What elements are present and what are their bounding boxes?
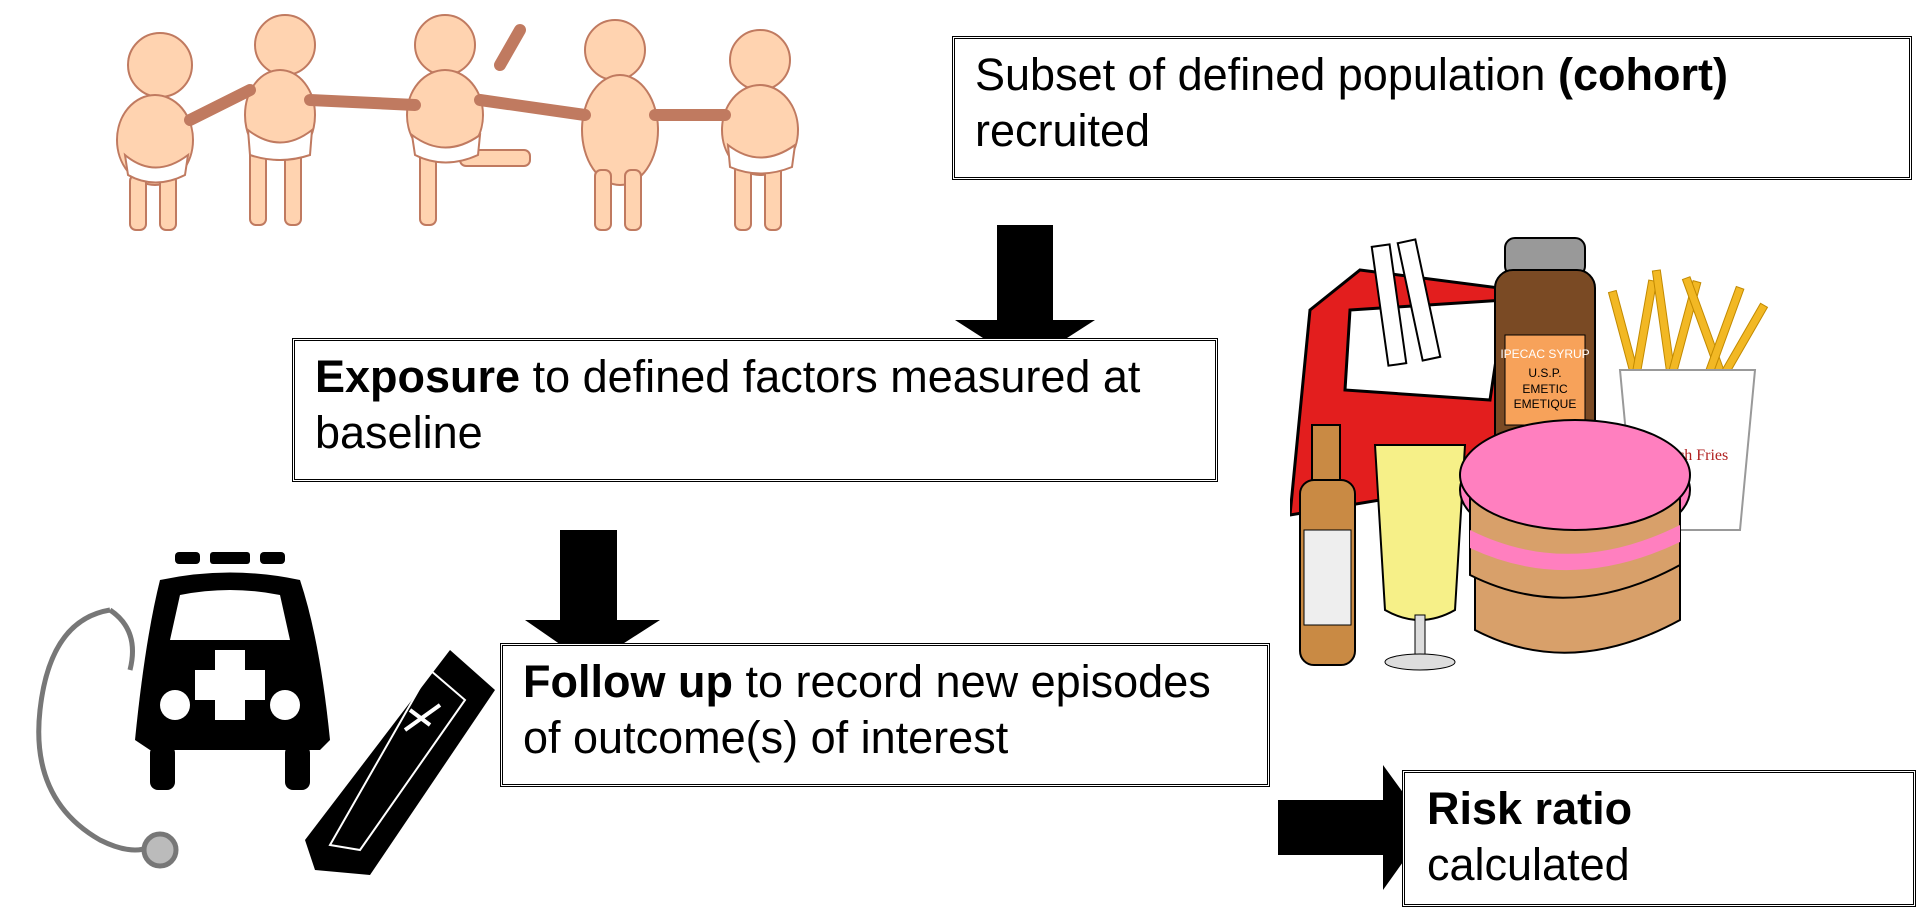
cohort-bold: (cohort) xyxy=(1557,49,1728,100)
coffin-icon xyxy=(305,650,495,875)
syrup-label-4: EMETIQUE xyxy=(1514,397,1577,411)
cohort-box: Subset of defined population (cohort) re… xyxy=(952,36,1912,180)
right-arrow xyxy=(1278,765,1428,890)
risk-ratio-bold: Risk ratio xyxy=(1427,783,1633,834)
stethoscope-icon xyxy=(36,607,179,869)
baby-head xyxy=(127,32,193,98)
exposure-box: Exposure to defined factors measured at … xyxy=(292,338,1218,482)
cohort-text-post: recruited xyxy=(975,105,1151,156)
followup-box: Follow up to record new episodes of outc… xyxy=(500,643,1270,787)
risk-ratio-text: calculated xyxy=(1427,839,1630,890)
babies-clipart xyxy=(100,5,860,245)
cake-icon xyxy=(1459,419,1691,654)
outcome-items-clipart xyxy=(10,540,510,900)
ambulance-icon xyxy=(135,552,330,790)
exposure-items-clipart: IPECAC SYRUP U.S.P. EMETIC EMETIQUE Fren… xyxy=(1290,230,1820,690)
exposure-text: to defined factors measured at baseline xyxy=(315,351,1141,458)
beer-bottle-icon xyxy=(1299,424,1356,666)
syrup-label-1: IPECAC SYRUP xyxy=(1500,347,1589,361)
risk-ratio-box: Risk ratio calculated xyxy=(1402,770,1916,907)
followup-text: to record new episodes of outcome(s) of … xyxy=(523,656,1211,763)
syrup-label-2: U.S.P. xyxy=(1528,366,1561,380)
cohort-text-pre: Subset of defined population xyxy=(975,49,1558,100)
down-arrow-1 xyxy=(955,225,1095,365)
exposure-bold: Exposure xyxy=(315,351,521,402)
followup-bold: Follow up xyxy=(523,656,733,707)
drink-glass-icon xyxy=(1373,444,1467,671)
syrup-label-3: EMETIC xyxy=(1522,382,1568,396)
down-arrow-2 xyxy=(525,530,665,665)
